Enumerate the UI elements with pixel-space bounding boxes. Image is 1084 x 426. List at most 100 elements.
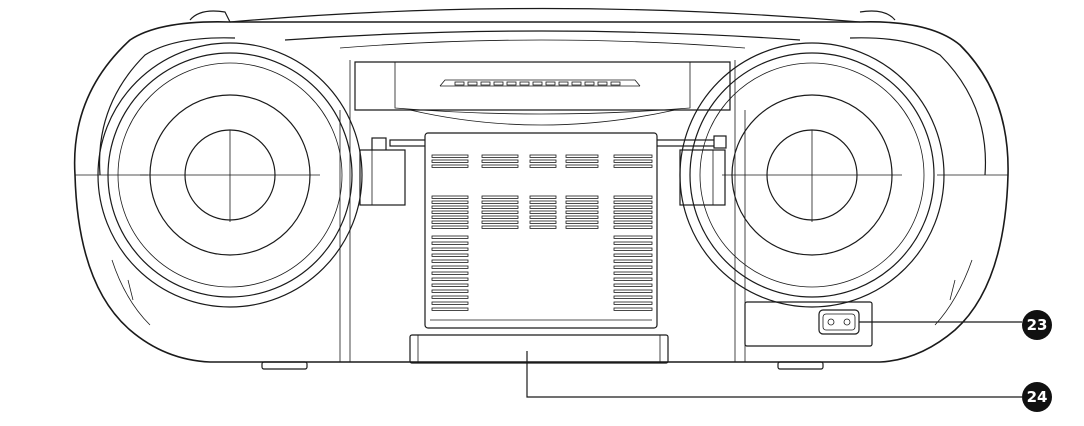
vent-slot — [431, 259, 469, 263]
vent-slot — [565, 154, 599, 158]
vent-slot — [565, 215, 599, 219]
vent-slot — [431, 210, 469, 214]
callout-23: 23 — [859, 310, 1052, 340]
vent-slot — [613, 265, 653, 269]
vent-slot — [431, 289, 469, 293]
vent-slot — [613, 215, 653, 219]
cd-lid-vent-slots — [454, 81, 621, 86]
vent-slot — [431, 164, 469, 168]
vent-slot — [431, 205, 469, 209]
vent-slot — [431, 159, 469, 163]
vent-slot — [431, 220, 469, 224]
vent-slot — [613, 259, 653, 263]
vent-slot — [481, 200, 519, 204]
rear-vent-panel — [424, 132, 658, 329]
feet — [261, 361, 824, 370]
callout-23-badge — [1022, 310, 1052, 340]
vent-slot — [613, 235, 653, 239]
vent-slot — [613, 241, 653, 245]
vent-slot — [565, 164, 599, 168]
battery-compartment-cover — [409, 334, 669, 364]
vent-slot — [613, 283, 653, 287]
lid-slot — [610, 81, 621, 86]
vent-slot — [529, 205, 557, 209]
vent-slot — [613, 159, 653, 163]
vent-slot — [431, 235, 469, 239]
lid-slot — [519, 81, 530, 86]
vent-slot — [481, 195, 519, 199]
vent-slot — [613, 247, 653, 251]
vent-slot — [529, 215, 557, 219]
vent-slot — [431, 283, 469, 287]
lid-slot — [480, 81, 491, 86]
vent-slot — [431, 215, 469, 219]
vent-slot — [481, 164, 519, 168]
vent-slot — [431, 253, 469, 257]
vent-slot — [431, 154, 469, 158]
lid-slot — [454, 81, 465, 86]
lid-slot — [493, 81, 504, 86]
vent-slot — [529, 200, 557, 204]
vent-slot — [613, 220, 653, 224]
vent-slot — [529, 195, 557, 199]
vent-slot — [565, 225, 599, 229]
callout-23-label: 23 — [1027, 316, 1048, 334]
vent-slot — [481, 220, 519, 224]
vent-slot — [431, 265, 469, 269]
main-body-outline — [73, 21, 1009, 363]
vent-slot — [613, 164, 653, 168]
vent-slot — [431, 277, 469, 281]
callout-24: 24 — [526, 351, 1052, 412]
vent-slot — [613, 205, 653, 209]
vent-slot — [613, 307, 653, 311]
lid-slot — [597, 81, 608, 86]
vent-slot — [481, 154, 519, 158]
vent-slot — [529, 220, 557, 224]
lid-slot — [584, 81, 595, 86]
carry-handle — [189, 7, 896, 49]
vent-slot — [431, 307, 469, 311]
vent-slot — [481, 215, 519, 219]
ac-power-socket — [744, 301, 873, 347]
vent-slot — [481, 205, 519, 209]
vent-slot — [613, 225, 653, 229]
callout-24-label: 24 — [1027, 388, 1048, 406]
vent-slot — [613, 154, 653, 158]
vent-slot — [565, 210, 599, 214]
vent-slot — [431, 295, 469, 299]
lid-slot — [467, 81, 478, 86]
vent-slot — [613, 277, 653, 281]
vent-slot — [565, 200, 599, 204]
vent-slot — [565, 220, 599, 224]
vent-slot — [431, 195, 469, 199]
antenna — [359, 135, 727, 206]
vent-slot — [529, 159, 557, 163]
vent-slot — [431, 301, 469, 305]
vent-slot — [481, 225, 519, 229]
vent-slot — [565, 159, 599, 163]
vent-slot — [613, 195, 653, 199]
vent-slot — [529, 225, 557, 229]
vent-slot — [431, 225, 469, 229]
vent-slot — [613, 253, 653, 257]
vent-slot — [613, 301, 653, 305]
cd-lid — [354, 61, 731, 126]
lid-slot — [558, 81, 569, 86]
vent-slot — [613, 271, 653, 275]
lid-slot — [532, 81, 543, 86]
callout-24-badge — [1022, 382, 1052, 412]
vent-slot — [565, 195, 599, 199]
vent-slot — [565, 205, 599, 209]
lid-slot — [545, 81, 556, 86]
vent-slot — [431, 271, 469, 275]
vent-slot — [529, 210, 557, 214]
vent-slot — [431, 200, 469, 204]
vent-slot — [431, 247, 469, 251]
vent-slot — [431, 241, 469, 245]
vent-slot — [613, 210, 653, 214]
vent-slot — [529, 154, 557, 158]
vent-slot — [481, 159, 519, 163]
vent-slot — [613, 295, 653, 299]
lid-slot — [506, 81, 517, 86]
